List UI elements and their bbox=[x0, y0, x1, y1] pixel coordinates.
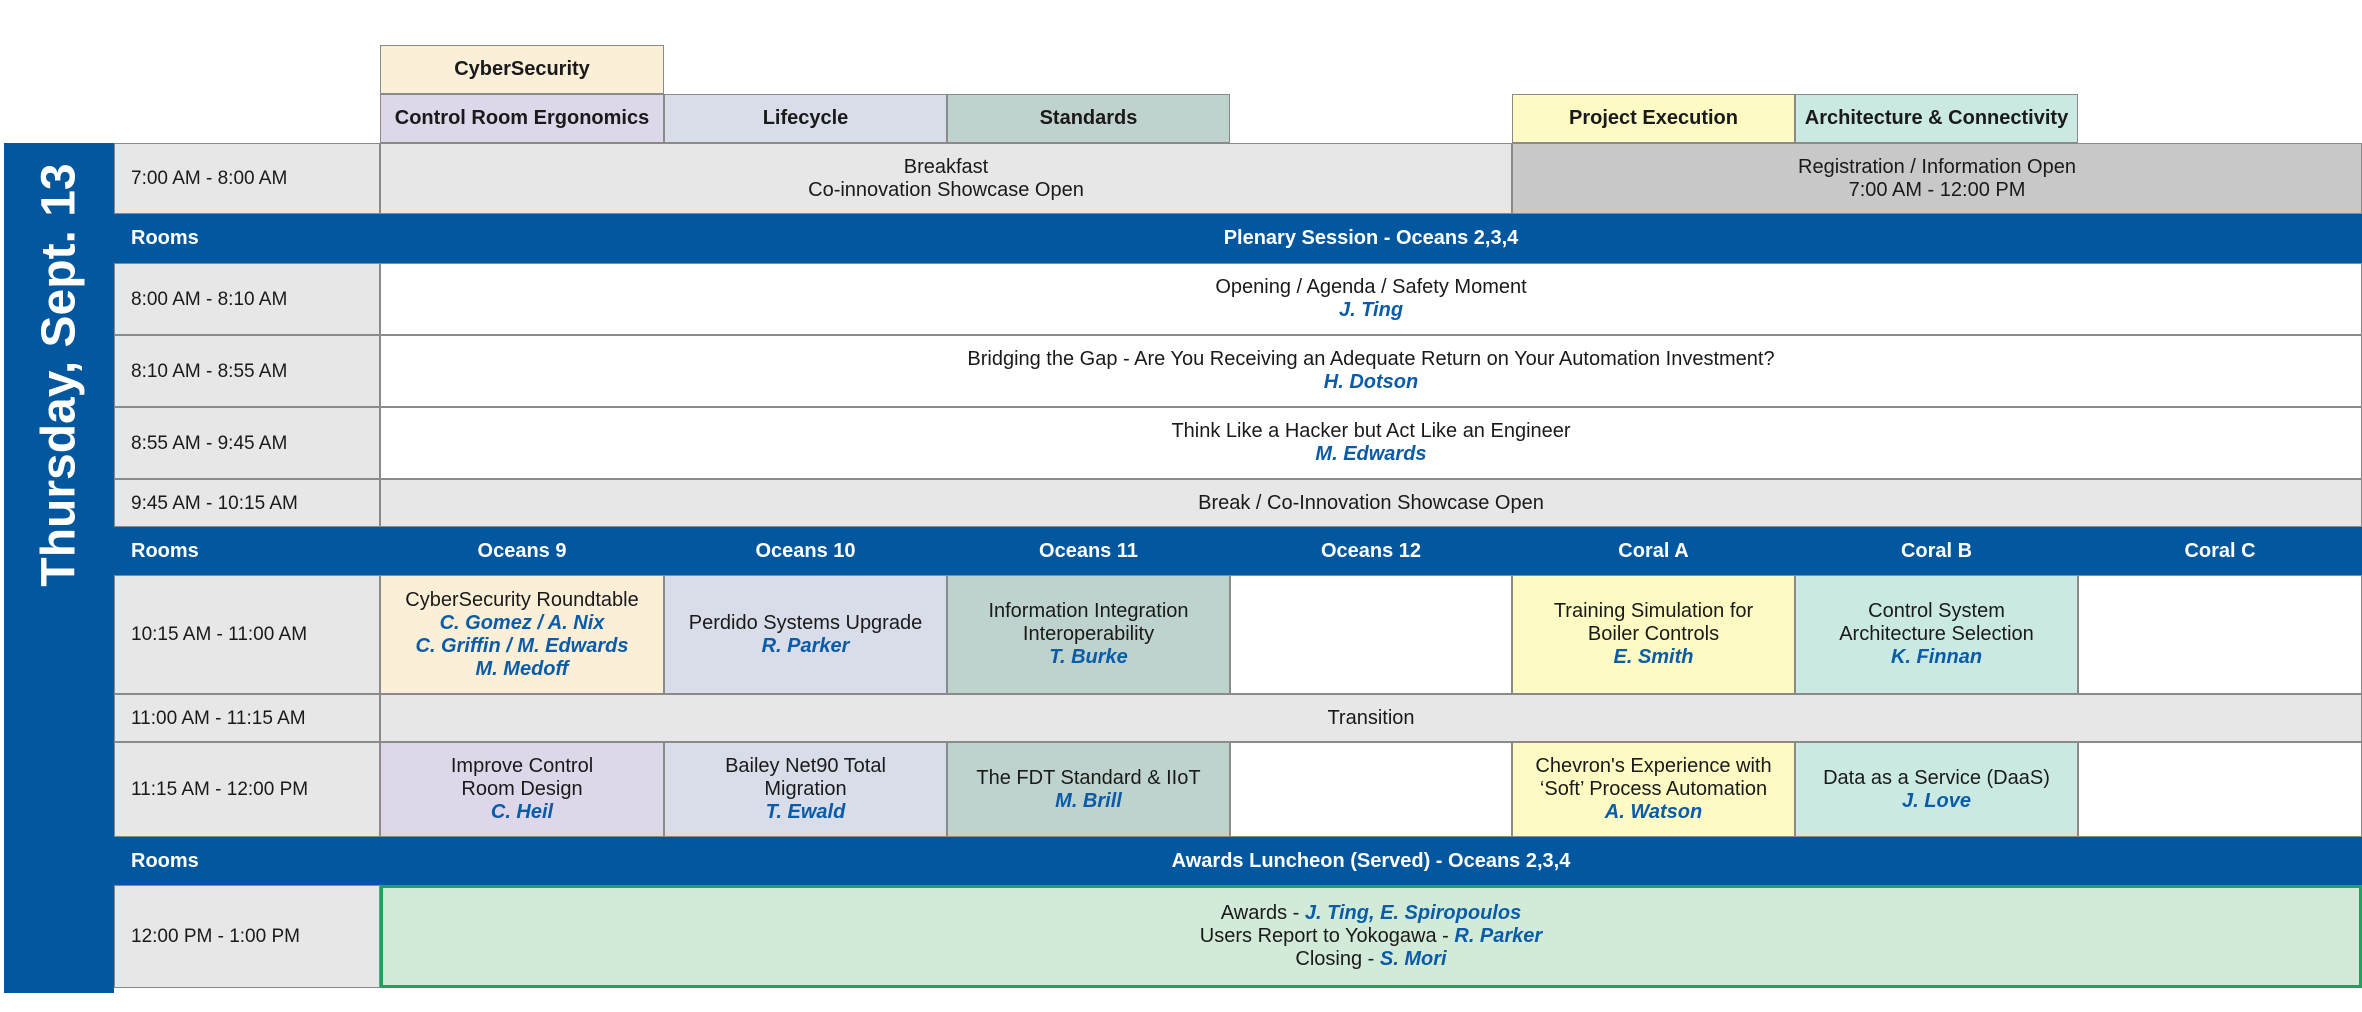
registration-title: Registration / Information Open bbox=[1798, 155, 2076, 178]
session-control-system-architecture: Control System Architecture Selection K.… bbox=[1795, 575, 2078, 694]
breakfast-title: Breakfast bbox=[903, 155, 989, 178]
room-header: Oceans 10 bbox=[664, 527, 947, 575]
rooms-label: Rooms bbox=[114, 527, 380, 575]
session-speaker: S. Mori bbox=[1379, 948, 1447, 970]
legend-standards: Standards bbox=[947, 94, 1230, 143]
breakfast-subtitle: Co-innovation Showcase Open bbox=[808, 178, 1084, 201]
legend-cybersecurity: CyberSecurity bbox=[380, 45, 664, 94]
session-speaker: K. Finnan bbox=[1890, 646, 1983, 668]
time-slot: 9:45 AM - 10:15 AM bbox=[114, 479, 380, 527]
session-speaker: A. Watson bbox=[1604, 801, 1703, 823]
session-speaker: C. Griffin / M. Edwards bbox=[415, 634, 629, 657]
breakfast-cell: Breakfast Co-innovation Showcase Open bbox=[380, 143, 1512, 214]
session-speaker: J. Ting, E. Spiropoulos bbox=[1304, 902, 1522, 924]
session-title: Migration bbox=[764, 778, 847, 800]
empty-slot bbox=[2078, 742, 2362, 837]
session-fdt-standard: The FDT Standard & IIoT M. Brill bbox=[947, 742, 1230, 837]
session-bridging-the-gap: Bridging the Gap - Are You Receiving an … bbox=[380, 335, 2362, 407]
time-slot: 12:00 PM - 1:00 PM bbox=[114, 885, 380, 988]
session-information-integration: Information Integration Interoperability… bbox=[947, 575, 1230, 694]
break-cell: Break / Co-Innovation Showcase Open bbox=[380, 479, 2362, 527]
session-speaker: M. Brill bbox=[1055, 789, 1122, 812]
legend-architecture-connectivity: Architecture & Connectivity bbox=[1795, 94, 2078, 143]
awards-line: Awards - J. Ting, E. Spiropoulos bbox=[1220, 902, 1522, 924]
registration-cell: Registration / Information Open 7:00 AM … bbox=[1512, 143, 2362, 214]
plenary-session-band: Plenary Session - Oceans 2,3,4 bbox=[380, 214, 2362, 263]
time-slot: 11:00 AM - 11:15 AM bbox=[114, 694, 380, 742]
room-header: Coral C bbox=[2078, 527, 2362, 575]
session-title: Chevron's Experience with bbox=[1535, 755, 1772, 777]
room-header: Oceans 11 bbox=[947, 527, 1230, 575]
session-title: Think Like a Hacker but Act Like an Engi… bbox=[1171, 420, 1571, 442]
session-title: ‘Soft’ Process Automation bbox=[1539, 778, 1768, 800]
session-speaker: E. Smith bbox=[1613, 646, 1694, 668]
room-header: Coral A bbox=[1512, 527, 1795, 575]
time-slot: 7:00 AM - 8:00 AM bbox=[114, 143, 380, 214]
session-speaker: T. Burke bbox=[1049, 646, 1128, 668]
transition-cell: Transition bbox=[380, 694, 2362, 742]
session-title: Control System bbox=[1868, 600, 2005, 622]
session-speaker: H. Dotson bbox=[1323, 371, 1419, 393]
session-speaker: R. Parker bbox=[1454, 925, 1543, 947]
legend-control-room-ergonomics: Control Room Ergonomics bbox=[380, 94, 664, 143]
room-header: Coral B bbox=[1795, 527, 2078, 575]
day-banner bbox=[4, 143, 114, 993]
time-slot: 10:15 AM - 11:00 AM bbox=[114, 575, 380, 694]
session-title: Architecture Selection bbox=[1839, 623, 2034, 645]
time-slot: 8:55 AM - 9:45 AM bbox=[114, 407, 380, 479]
room-header: Oceans 12 bbox=[1230, 527, 1512, 575]
session-opening: Opening / Agenda / Safety Moment J. Ting bbox=[380, 263, 2362, 335]
session-speaker: M. Edwards bbox=[1315, 443, 1427, 465]
session-title: Boiler Controls bbox=[1587, 623, 1720, 645]
session-speaker: M. Medoff bbox=[475, 657, 569, 680]
room-header: Oceans 9 bbox=[380, 527, 664, 575]
session-title: Data as a Service (DaaS) bbox=[1823, 766, 2050, 789]
closing-line: Closing - S. Mori bbox=[1295, 948, 1447, 970]
session-bailey-net90-migration: Bailey Net90 Total Migration T. Ewald bbox=[664, 742, 947, 837]
session-perdido-systems-upgrade: Perdido Systems Upgrade R. Parker bbox=[664, 575, 947, 694]
session-improve-control-room: Improve Control Room Design C. Heil bbox=[380, 742, 664, 837]
session-speaker: C. Gomez / A. Nix bbox=[439, 611, 605, 634]
session-speaker: R. Parker bbox=[761, 634, 850, 657]
empty-slot bbox=[2078, 575, 2362, 694]
session-title: Interoperability bbox=[1022, 623, 1155, 645]
awards-luncheon-band: Awards Luncheon (Served) - Oceans 2,3,4 bbox=[380, 837, 2362, 885]
session-title: Information Integration bbox=[988, 600, 1189, 622]
session-title: CyberSecurity Roundtable bbox=[405, 588, 639, 611]
awards-luncheon-session: Awards - J. Ting, E. Spiropoulos Users R… bbox=[380, 885, 2362, 988]
session-title: Bailey Net90 Total bbox=[725, 755, 886, 777]
session-training-simulation: Training Simulation for Boiler Controls … bbox=[1512, 575, 1795, 694]
legend-project-execution: Project Execution bbox=[1512, 94, 1795, 143]
session-title: Bridging the Gap - Are You Receiving an … bbox=[967, 348, 1775, 370]
session-title: The FDT Standard & IIoT bbox=[976, 766, 1201, 789]
session-chevron-experience: Chevron's Experience with ‘Soft’ Process… bbox=[1512, 742, 1795, 837]
session-speaker: J. Ting bbox=[1338, 299, 1404, 321]
day-label: Thursday, Sept. 13 bbox=[32, 163, 86, 587]
empty-slot bbox=[1230, 742, 1512, 837]
session-speaker: C. Heil bbox=[490, 801, 554, 823]
legend-lifecycle: Lifecycle bbox=[664, 94, 947, 143]
users-report-line: Users Report to Yokogawa - R. Parker bbox=[1199, 925, 1543, 947]
session-title: Opening / Agenda / Safety Moment bbox=[1215, 276, 1527, 298]
session-think-like-a-hacker: Think Like a Hacker but Act Like an Engi… bbox=[380, 407, 2362, 479]
session-speaker: J. Love bbox=[1902, 789, 1971, 812]
session-title: Room Design bbox=[461, 778, 583, 800]
session-speaker: T. Ewald bbox=[765, 801, 846, 823]
session-title: Perdido Systems Upgrade bbox=[688, 611, 923, 634]
time-slot: 8:10 AM - 8:55 AM bbox=[114, 335, 380, 407]
session-title: Improve Control bbox=[450, 755, 594, 777]
rooms-label: Rooms bbox=[114, 214, 380, 263]
session-title: Training Simulation for bbox=[1553, 600, 1754, 622]
rooms-label: Rooms bbox=[114, 837, 380, 885]
time-slot: 11:15 AM - 12:00 PM bbox=[114, 742, 380, 837]
session-data-as-a-service: Data as a Service (DaaS) J. Love bbox=[1795, 742, 2078, 837]
time-slot: 8:00 AM - 8:10 AM bbox=[114, 263, 380, 335]
session-cybersecurity-roundtable: CyberSecurity Roundtable C. Gomez / A. N… bbox=[380, 575, 664, 694]
registration-hours: 7:00 AM - 12:00 PM bbox=[1848, 178, 2026, 201]
empty-slot bbox=[1230, 575, 1512, 694]
